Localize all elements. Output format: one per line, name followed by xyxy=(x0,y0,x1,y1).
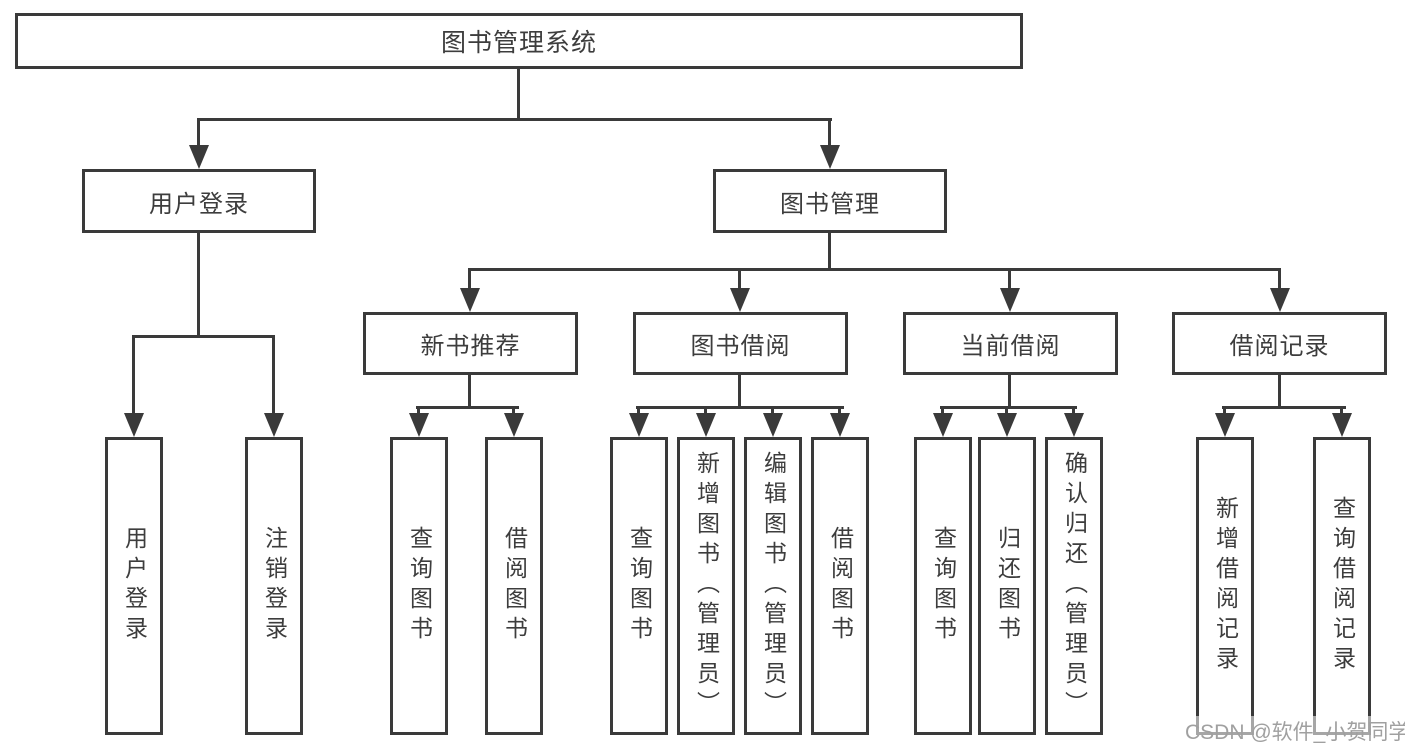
leaf-return-books: 归还图书 xyxy=(978,437,1036,735)
connector-line xyxy=(132,335,275,338)
node-root: 图书管理系统 xyxy=(15,13,1023,69)
leaf-query-books-current-label: 查询图书 xyxy=(930,526,957,646)
connector-line xyxy=(771,406,774,418)
connector-line xyxy=(197,118,832,121)
arrowhead-down-icon xyxy=(830,413,850,437)
connector-line xyxy=(468,268,1281,271)
connector-line xyxy=(197,118,200,150)
leaf-user-login: 用户登录 xyxy=(105,437,163,735)
node-borrowing-records-label: 借阅记录 xyxy=(1229,333,1330,360)
leaf-query-books-recommend: 查询图书 xyxy=(390,437,448,735)
node-new-book-recommend-label: 新书推荐 xyxy=(420,333,521,360)
leaf-add-borrow-record-label: 新增借阅记录 xyxy=(1212,496,1239,676)
connector-line xyxy=(1223,406,1226,418)
arrowhead-down-icon xyxy=(189,145,209,169)
leaf-add-books-admin-label: 新增图书（管理员） xyxy=(693,451,720,721)
leaf-borrow-books-borrowing: 借阅图书 xyxy=(811,437,869,735)
arrowhead-down-icon xyxy=(933,413,953,437)
connector-line xyxy=(132,335,135,417)
node-user-login-label: 用户登录 xyxy=(149,190,249,218)
connector-line xyxy=(828,118,831,150)
connector-line xyxy=(512,406,515,418)
connector-line xyxy=(636,406,844,409)
connector-line xyxy=(1008,375,1011,409)
arrowhead-down-icon xyxy=(1000,288,1020,312)
connector-line xyxy=(416,406,519,409)
leaf-query-books-borrowing: 查询图书 xyxy=(610,437,668,735)
arrowhead-down-icon xyxy=(1332,413,1352,437)
arrowhead-down-icon xyxy=(763,413,783,437)
node-current-borrowing-label: 当前借阅 xyxy=(960,333,1061,360)
leaf-query-borrow-record-label: 查询借阅记录 xyxy=(1329,496,1356,676)
leaf-return-books-label: 归还图书 xyxy=(994,526,1021,646)
connector-line xyxy=(738,268,741,293)
leaf-borrow-books-borrowing-label: 借阅图书 xyxy=(827,526,854,646)
connector-line xyxy=(1072,406,1075,418)
leaf-edit-books-admin-label: 编辑图书（管理员） xyxy=(760,451,787,721)
node-current-borrowing: 当前借阅 xyxy=(903,312,1118,375)
arrowhead-down-icon xyxy=(124,413,144,437)
connector-line xyxy=(1340,406,1343,418)
node-book-borrowing-label: 图书借阅 xyxy=(690,333,791,360)
connector-line xyxy=(940,406,1077,409)
arrowhead-down-icon xyxy=(1270,288,1290,312)
connector-line xyxy=(468,268,471,293)
arrowhead-down-icon xyxy=(504,413,524,437)
arrowhead-down-icon xyxy=(696,413,716,437)
arrowhead-down-icon xyxy=(629,413,649,437)
arrowhead-down-icon xyxy=(460,288,480,312)
leaf-query-borrow-record: 查询借阅记录 xyxy=(1313,437,1371,735)
leaf-confirm-return-admin: 确认归还（管理员） xyxy=(1045,437,1103,735)
connector-line xyxy=(1278,375,1281,409)
leaf-query-books-current: 查询图书 xyxy=(914,437,972,735)
connector-line xyxy=(272,335,275,417)
connector-line xyxy=(704,406,707,418)
watermark: CSDN @软件_小贺同学 xyxy=(1183,716,1405,746)
connector-line xyxy=(828,233,831,271)
connector-line xyxy=(1222,406,1346,409)
watermark-text: CSDN @软件_小贺同学 xyxy=(1185,721,1405,744)
arrowhead-down-icon xyxy=(820,145,840,169)
connector-line xyxy=(738,375,741,409)
node-root-label: 图书管理系统 xyxy=(440,29,597,57)
leaf-user-login-label: 用户登录 xyxy=(121,526,148,646)
arrowhead-down-icon xyxy=(1215,413,1235,437)
leaf-query-books-borrowing-label: 查询图书 xyxy=(626,526,653,646)
node-user-login: 用户登录 xyxy=(82,169,316,233)
connector-line xyxy=(468,375,471,409)
node-book-borrowing: 图书借阅 xyxy=(633,312,848,375)
leaf-logout-login: 注销登录 xyxy=(245,437,303,735)
connector-line xyxy=(417,406,420,418)
arrowhead-down-icon xyxy=(1064,413,1084,437)
connector-line xyxy=(941,406,944,418)
arrowhead-down-icon xyxy=(409,413,429,437)
connector-line xyxy=(838,406,841,418)
leaf-confirm-return-admin-label: 确认归还（管理员） xyxy=(1061,451,1088,721)
connector-line xyxy=(1278,268,1281,293)
leaf-borrow-books-recommend: 借阅图书 xyxy=(485,437,543,735)
leaf-edit-books-admin: 编辑图书（管理员） xyxy=(744,437,802,735)
leaf-add-books-admin: 新增图书（管理员） xyxy=(677,437,735,735)
connector-line xyxy=(1005,406,1008,418)
node-borrowing-records: 借阅记录 xyxy=(1172,312,1387,375)
node-new-book-recommend: 新书推荐 xyxy=(363,312,578,375)
leaf-query-books-recommend-label: 查询图书 xyxy=(406,526,433,646)
connector-line xyxy=(637,406,640,418)
leaf-logout-login-label: 注销登录 xyxy=(261,526,288,646)
connector-line xyxy=(1008,268,1011,293)
arrowhead-down-icon xyxy=(730,288,750,312)
leaf-add-borrow-record: 新增借阅记录 xyxy=(1196,437,1254,735)
connector-line xyxy=(197,233,200,337)
arrowhead-down-icon xyxy=(264,413,284,437)
node-book-management-label: 图书管理 xyxy=(780,190,880,218)
node-book-management: 图书管理 xyxy=(713,169,947,233)
arrowhead-down-icon xyxy=(997,413,1017,437)
connector-line xyxy=(517,69,520,121)
leaf-borrow-books-recommend-label: 借阅图书 xyxy=(501,526,528,646)
